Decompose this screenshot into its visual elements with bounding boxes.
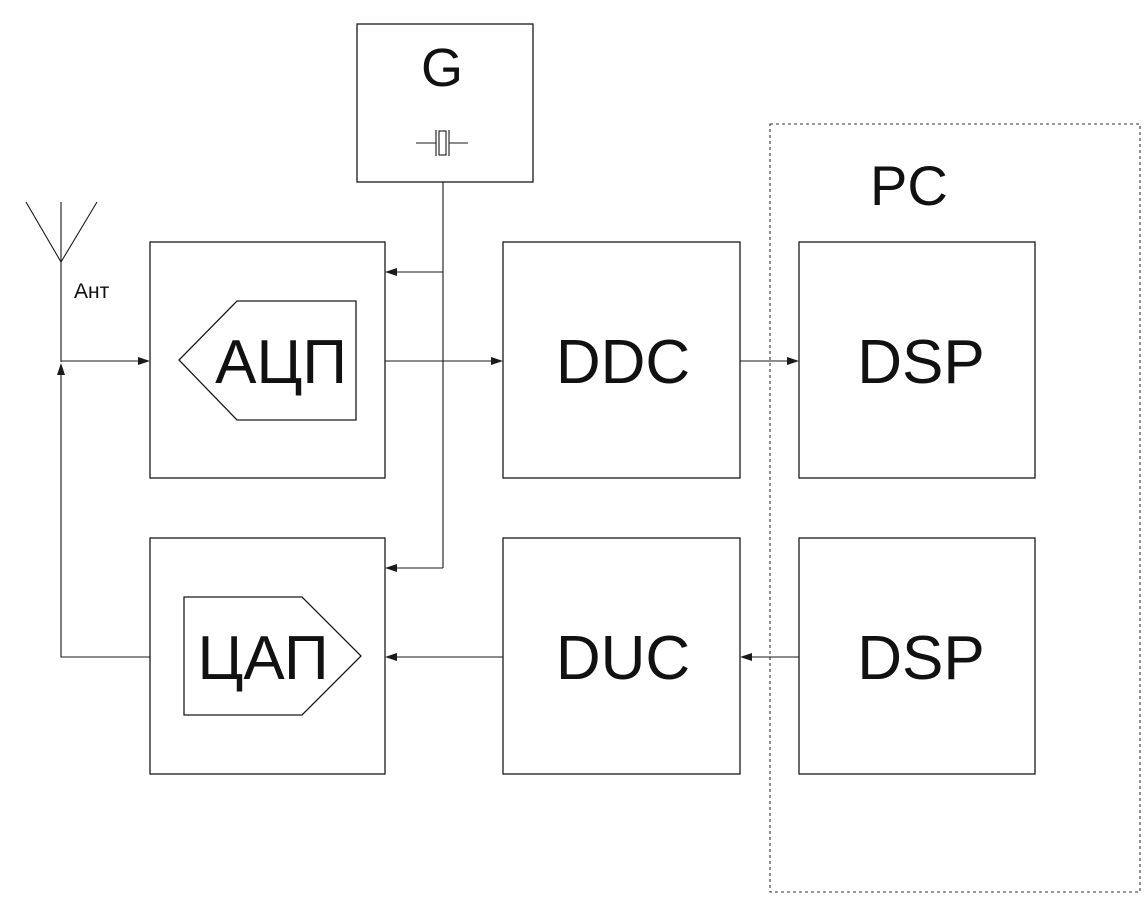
- antenna-label: Ант: [74, 280, 110, 303]
- pc-label: PC: [870, 154, 948, 217]
- clock-wire: [385, 182, 444, 572]
- dac-block: ЦАП: [149, 537, 386, 775]
- adc-symbol: [178, 300, 357, 421]
- generator-label: G: [421, 38, 463, 98]
- pc-region: [769, 123, 1141, 893]
- adc-label: АЦП: [215, 328, 347, 397]
- crystal-icon: [416, 130, 468, 156]
- dsp-rx-label: DSP: [857, 328, 984, 397]
- adc-block: АЦП: [149, 241, 386, 479]
- dsp-rx-block: DSP: [798, 241, 1036, 479]
- duc-block: DUC: [502, 537, 741, 775]
- duc-to-dac-wire: [385, 653, 503, 661]
- dsp-tx-label: DSP: [857, 624, 984, 693]
- dac-to-antenna-wire: [57, 363, 150, 658]
- antenna-icon: [25, 201, 98, 362]
- ddc-to-dsp-wire: [740, 357, 799, 365]
- antenna-to-adc-wire: [61, 357, 150, 365]
- generator-block: G: [356, 23, 534, 183]
- ddc-label: DDC: [556, 328, 690, 397]
- adc-to-ddc-wire: [385, 357, 503, 365]
- dac-label: ЦАП: [197, 624, 328, 693]
- dac-symbol: [183, 596, 362, 716]
- ddc-block: DDC: [502, 241, 741, 479]
- duc-label: DUC: [556, 624, 690, 693]
- dsp-tx-block: DSP: [798, 537, 1036, 775]
- dsp-to-duc-wire: [740, 653, 799, 661]
